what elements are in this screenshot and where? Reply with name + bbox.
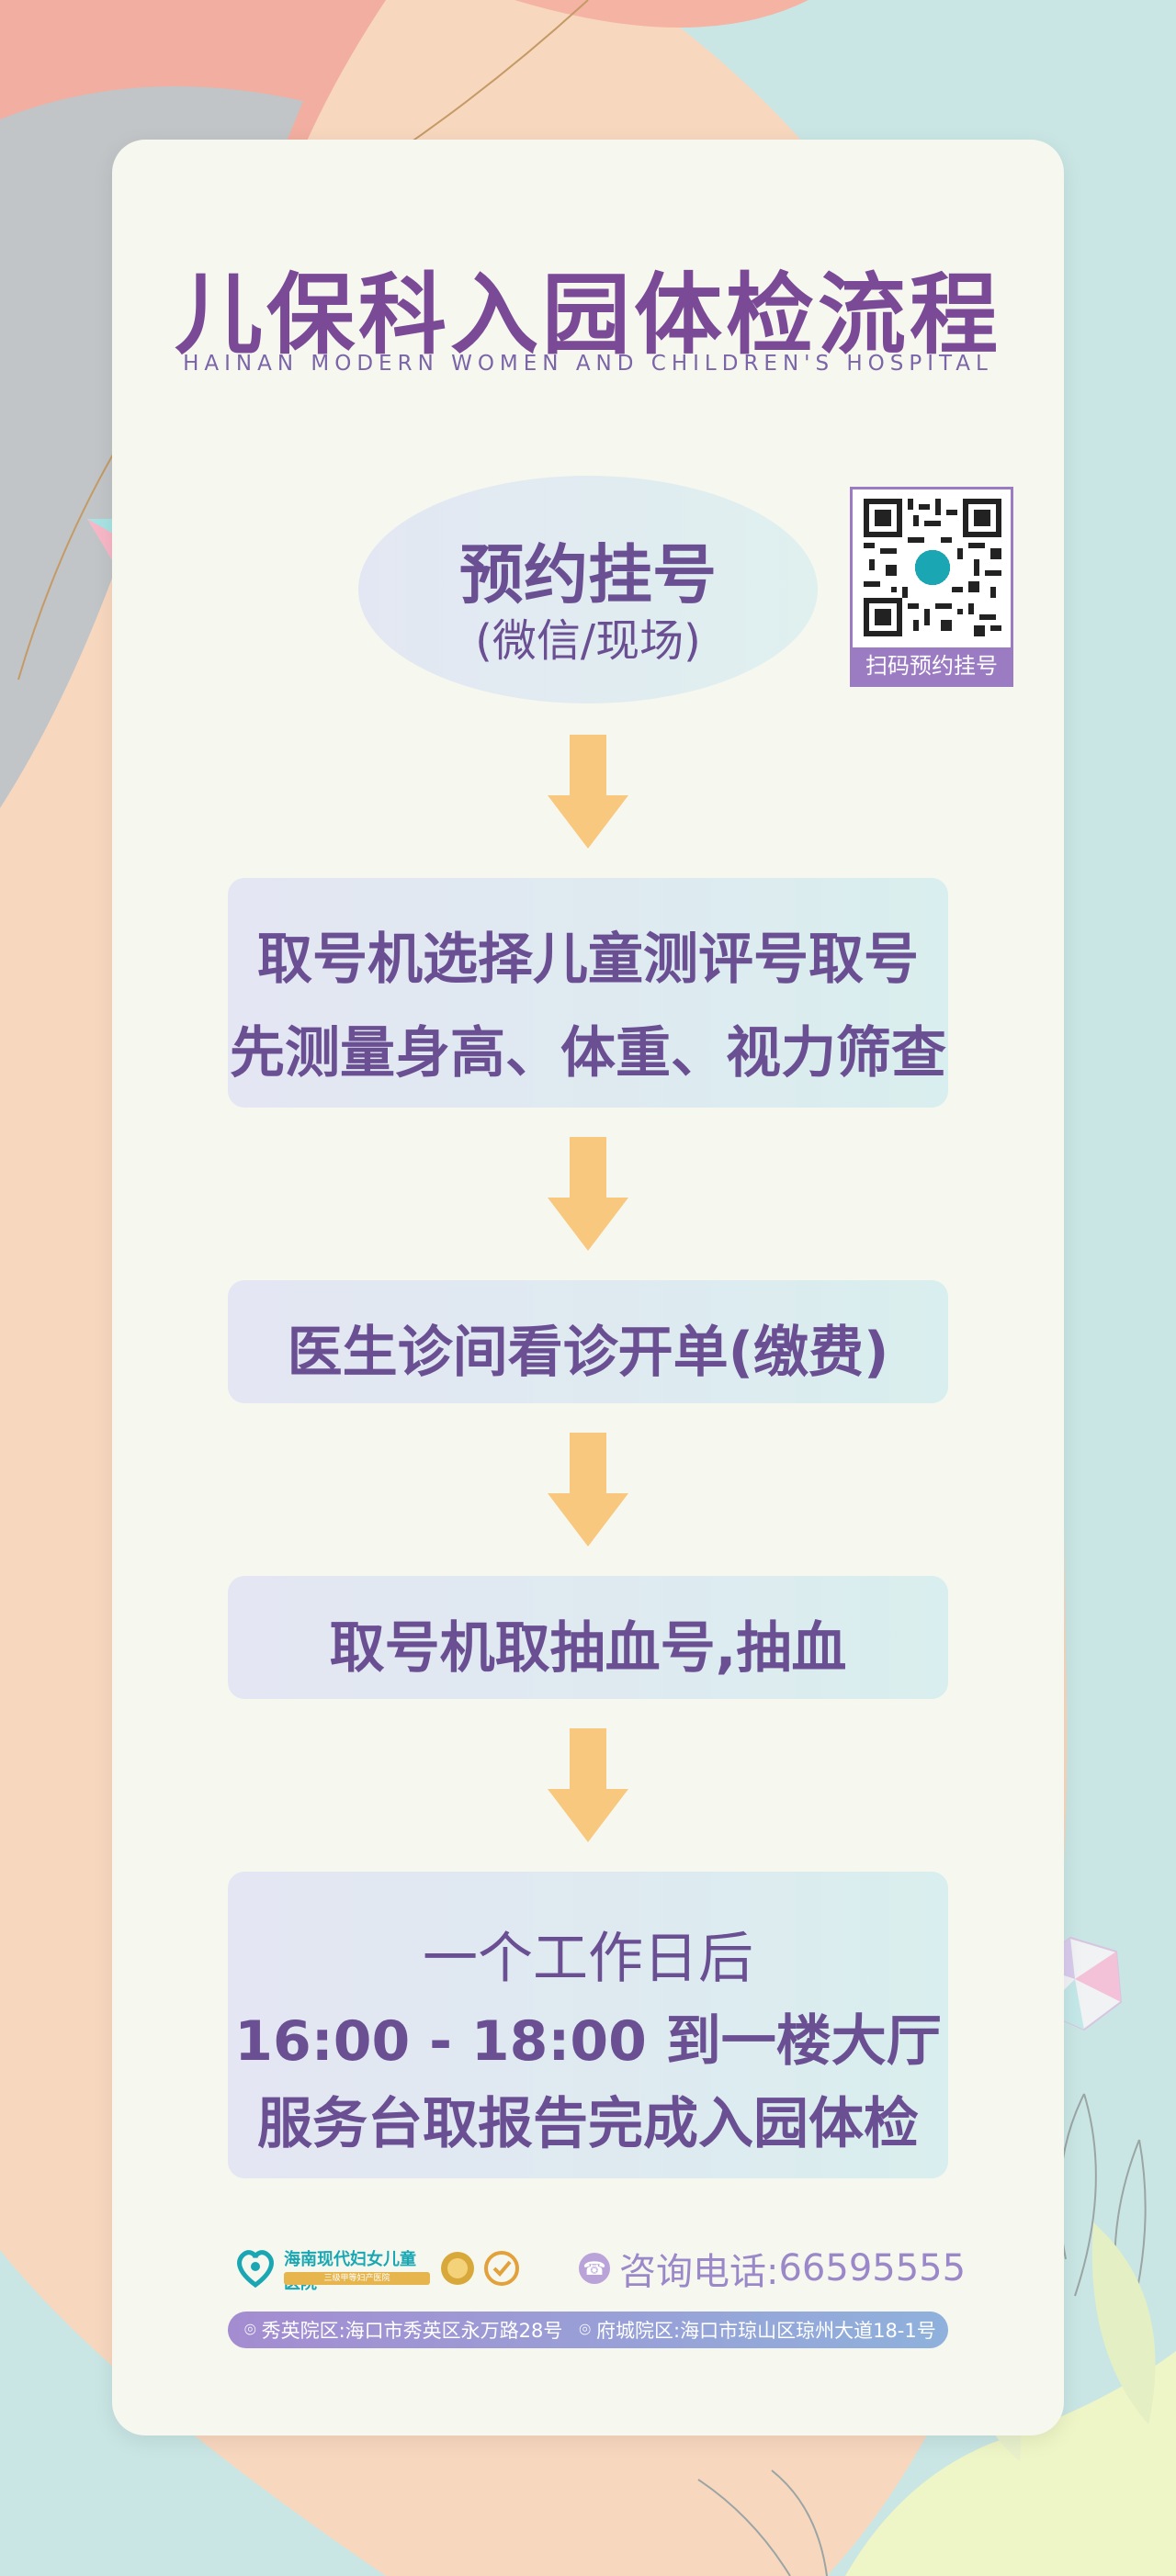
- location-pin-icon: ⌾: [244, 2318, 256, 2341]
- address-bar: ⌾ 秀英院区:海口市秀英区永万路28号 ⌾ 府城院区:海口市琼山区琼州大道18-…: [228, 2312, 948, 2348]
- step-blood-line1: 取号机取抽血号,抽血: [329, 1616, 847, 1681]
- hospital-name: 海南现代妇女儿童医院: [284, 2250, 416, 2293]
- qr-pattern: [864, 499, 1001, 636]
- step-report-line1: 一个工作日后: [423, 1927, 753, 1991]
- phone-icon: ☎: [579, 2253, 610, 2284]
- page-title: 儿保科入园体检流程: [175, 264, 1001, 366]
- location-pin-icon: ⌾: [579, 2318, 592, 2341]
- step-report-line2: 16:00 - 18:00 到一楼大厅: [234, 2009, 942, 2074]
- step-appointment: 预约挂号 (微信/现场): [358, 476, 818, 703]
- address-xiuying: 秀英院区:海口市秀英区永万路28号: [261, 2320, 563, 2342]
- step-queue-measure: 取号机选择儿童测评号取号 先测量身高、体重、视力筛查: [228, 878, 948, 1108]
- step-report-line3: 服务台取报告完成入园体检: [257, 2092, 919, 2156]
- arrow-down-icon: [548, 1137, 628, 1251]
- certification-badge-icon: [484, 2251, 519, 2286]
- step-queue-line1: 取号机选择儿童测评号取号: [257, 928, 919, 992]
- arrow-down-icon: [548, 1433, 628, 1547]
- page-subtitle: HAINAN MODERN WOMEN AND CHILDREN'S HOSPI…: [183, 352, 993, 376]
- step-blood-draw: 取号机取抽血号,抽血: [228, 1576, 948, 1699]
- arrow-down-icon: [548, 735, 628, 849]
- step-report-pickup: 一个工作日后 16:00 - 18:00 到一楼大厅 服务台取报告完成入园体检: [228, 1872, 948, 2178]
- hospital-tag: 三级甲等妇产医院: [284, 2272, 430, 2285]
- step-queue-line2: 先测量身高、体重、视力筛查: [230, 1021, 946, 1086]
- arrow-down-icon: [548, 1728, 628, 1842]
- qr-code[interactable]: 扫码预约挂号: [850, 487, 1013, 687]
- qr-label: 扫码预约挂号: [853, 647, 1011, 684]
- phone-label: 咨询电话:: [619, 2251, 779, 2293]
- consult-phone[interactable]: ☎ 咨询电话: 66595555: [579, 2245, 967, 2293]
- address-fucheng: 府城院区:海口市琼山区琼州大道18-1号: [596, 2320, 936, 2342]
- step-doctor-line1: 医生诊间看诊开单(缴费): [287, 1321, 889, 1385]
- award-badge-icon: [441, 2252, 474, 2285]
- step-appointment-title: 预约挂号: [459, 537, 717, 613]
- phone-number: 66595555: [778, 2247, 967, 2289]
- hospital-logo: 海南现代妇女儿童医院 三级甲等妇产医院: [232, 2244, 430, 2293]
- hospital-heart-icon: [237, 2250, 274, 2289]
- step-appointment-note: (微信/现场): [475, 615, 701, 667]
- step-doctor-visit: 医生诊间看诊开单(缴费): [228, 1280, 948, 1403]
